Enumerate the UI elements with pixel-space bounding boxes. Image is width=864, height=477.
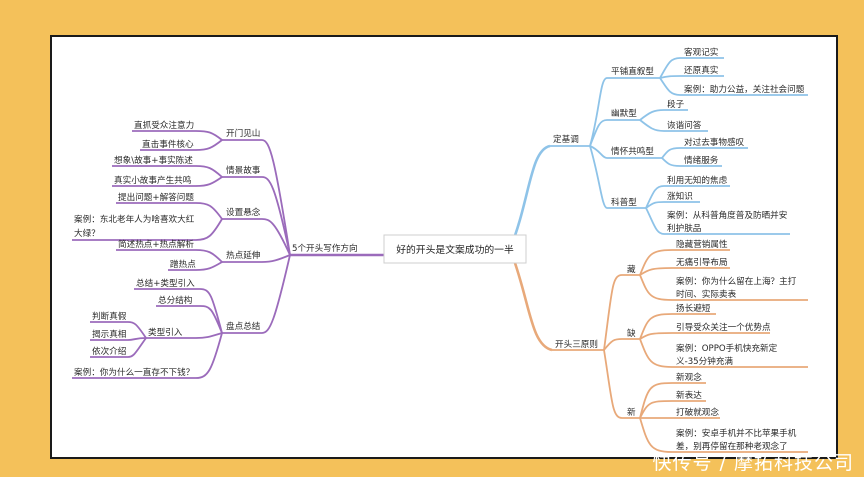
leaf-pingpu-3: 案例：助力公益，关注社会问题 <box>684 83 805 95</box>
leaf-pandian-2: 总分结构 <box>158 294 193 306</box>
leaf-qinghuai-1: 对过去事物感叹 <box>684 136 745 148</box>
leaf-redian-2: 蹭热点 <box>170 258 196 270</box>
leaf-pandian-case: 案例：你为什么一直存不下钱？ <box>74 366 194 378</box>
leaf-xin-4a: 案例：安卓手机并不比苹果手机 <box>676 427 797 439</box>
leaf-xuannian-2b: 大绿？ <box>74 227 100 239</box>
node-xuannian: 设置悬念 <box>226 206 261 218</box>
node-dingjidiao: 定基调 <box>553 133 579 145</box>
node-santouze: 开头三原则 <box>555 338 598 350</box>
leaf-leixing-3: 依次介绍 <box>92 345 126 357</box>
leaf-kepu-1: 利用无知的焦虑 <box>667 174 728 186</box>
leaf-qingjing-2: 真实小故事产生共鸣 <box>114 174 191 186</box>
node-left-main: 5个开头写作方向 <box>292 242 358 254</box>
root-node: 好的开头是文案成功的一半 <box>396 243 514 256</box>
leaf-pandian-1: 总结+类型引入 <box>136 277 195 289</box>
node-cang: 藏 <box>627 263 636 275</box>
leaf-cang-2: 无痛引导布局 <box>676 256 728 268</box>
leaf-cang-1: 隐藏营销属性 <box>676 238 728 250</box>
leaf-xin-3: 打破就观念 <box>676 406 719 418</box>
leaf-youmo-2: 诙谐问答 <box>667 119 702 131</box>
leaf-que-3b: 义-35分钟充满 <box>676 355 733 367</box>
leaf-kaimen-2: 直击事件核心 <box>142 138 194 150</box>
leaf-cang-3a: 案例：你为什么留在上海？主打 <box>676 275 797 287</box>
node-leixing: 类型引入 <box>148 326 183 338</box>
node-que: 缺 <box>627 327 636 339</box>
leaf-pingpu-2: 还原真实 <box>684 64 719 76</box>
leaf-kaimen-1: 直抓受众注意力 <box>134 119 194 131</box>
leaf-kepu-3b: 利护肤品 <box>667 222 701 234</box>
leaf-kepu-2: 涨知识 <box>667 190 693 202</box>
leaf-xin-1: 新观念 <box>676 371 702 383</box>
node-kaimen: 开门见山 <box>226 127 260 139</box>
leaf-redian-1: 简述热点+热点解析 <box>118 238 194 250</box>
leaf-qinghuai-2: 情绪服务 <box>684 154 719 166</box>
node-pandian: 盘点总结 <box>226 320 261 332</box>
watermark: 快传号 / 摩拓科技公司 <box>652 452 854 474</box>
node-kepu: 科普型 <box>611 196 637 208</box>
leaf-leixing-1: 判断真假 <box>92 310 127 322</box>
branch-dingjidiao <box>508 57 808 250</box>
root-node-box <box>383 234 527 264</box>
leaf-que-1: 扬长避短 <box>676 302 711 314</box>
leaf-kepu-3a: 案例：从科普角度普及防晒并安 <box>667 209 788 221</box>
branch-left <box>72 130 384 379</box>
node-pingpu: 平铺直叙型 <box>611 65 654 77</box>
node-xin: 新 <box>627 406 636 418</box>
leaf-youmo-1: 段子 <box>667 98 685 110</box>
node-qinghuai: 情怀共鸣型 <box>611 145 654 157</box>
leaf-xin-4b: 差，别再停留在那种老观念了 <box>676 440 788 452</box>
leaf-xuannian-1: 提出问题+解答问题 <box>118 191 194 203</box>
leaf-leixing-2: 揭示真相 <box>92 328 126 340</box>
leaf-que-3a: 案例：OPPO手机快充新定 <box>676 342 778 354</box>
leaf-qingjing-1: 想象\故事+事实陈述 <box>114 154 193 166</box>
leaf-que-2: 引导受众关注一个优势点 <box>676 321 771 333</box>
node-youmo: 幽默型 <box>611 108 637 119</box>
leaf-xuannian-2a: 案例：东北老年人为啥喜欢大红 <box>74 213 195 225</box>
leaf-pingpu-1: 客观记实 <box>684 46 719 58</box>
node-qingjing: 情景故事 <box>226 164 261 176</box>
leaf-cang-3b: 时间、实际卖表 <box>676 288 737 300</box>
node-redian: 热点延伸 <box>226 249 261 261</box>
branch-santouze <box>508 248 808 453</box>
leaf-xin-2: 新表达 <box>676 389 702 401</box>
